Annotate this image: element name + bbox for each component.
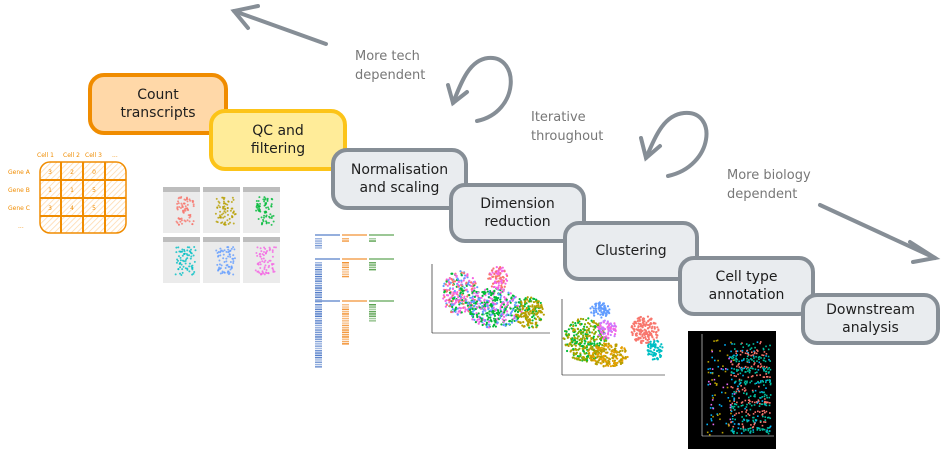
step-label: Normalisation	[350, 162, 449, 178]
norm-gene-list	[369, 258, 394, 271]
matrix-cell: 2	[70, 169, 74, 176]
norm-gene-list	[369, 300, 394, 322]
matrix-cell: 3	[48, 205, 52, 212]
matrix-cell: 4	[70, 205, 74, 212]
tech-label-line: More tech	[355, 49, 420, 64]
matrix-cell: 5	[92, 187, 96, 194]
matrix-col-header: Cell 1	[37, 152, 54, 159]
count-matrix: Cell 1 Cell 2 Cell 3 ... Gene A Gene B G…	[0, 145, 140, 240]
umap-cluster	[630, 315, 660, 345]
umap-cluster	[562, 317, 608, 363]
qc-facet-panel	[203, 237, 240, 283]
step-label: and scaling	[359, 180, 440, 196]
matrix-cell: 5	[92, 205, 96, 212]
spatial-points	[706, 339, 772, 436]
tech-dependent-label: More tech dependent	[355, 47, 425, 85]
norm-gene-list	[342, 234, 367, 242]
matrix-cell: 3	[48, 169, 52, 176]
step-count-transcripts: Count transcripts	[88, 73, 228, 135]
iterative-label: Iterative throughout	[531, 108, 603, 146]
matrix-cell: 1	[70, 187, 74, 194]
normalisation-variable-features-plot	[313, 230, 398, 370]
step-label: QC and	[252, 123, 304, 139]
matrix-row-header: Gene C	[8, 205, 30, 212]
step-clustering: Clustering	[563, 221, 699, 281]
umap-cluster	[596, 319, 618, 340]
iterative-label-line: throughout	[531, 129, 604, 144]
step-label: Dimension	[480, 196, 555, 212]
biology-dependent-label: More biology dependent	[727, 166, 811, 204]
matrix-row-header: ...	[18, 223, 24, 230]
step-label: filtering	[250, 141, 306, 157]
qc-scatter-facets	[155, 185, 285, 295]
biology-arrow	[818, 203, 941, 264]
dimension-reduction-umap	[420, 258, 555, 338]
qc-facet-panel	[243, 187, 280, 233]
iterative-loop-arrow-1	[446, 55, 513, 123]
qc-facet-panel	[203, 187, 240, 233]
umap-cluster	[514, 296, 545, 329]
qc-facet-panel	[163, 237, 200, 283]
iterative-label-line: Iterative	[531, 110, 586, 125]
step-label: Cell type	[715, 269, 778, 285]
spatial-annotation-plot	[688, 331, 776, 449]
step-downstream-analysis: Downstream analysis	[801, 293, 940, 345]
matrix-cell: 1	[48, 187, 52, 194]
step-label: analysis	[842, 320, 899, 336]
umap-cluster	[466, 287, 524, 329]
iterative-loop-arrow-2	[639, 110, 709, 178]
clustering-umap	[550, 295, 670, 383]
umap-cluster	[589, 301, 611, 319]
norm-gene-list	[342, 300, 367, 345]
qc-facet-panel	[243, 237, 280, 283]
matrix-col-header: Cell 3	[85, 152, 102, 159]
qc-facet-panel	[163, 187, 200, 233]
matrix-col-header: Cell 2	[63, 152, 80, 159]
biology-label-line: dependent	[727, 187, 798, 202]
step-label: annotation	[708, 287, 785, 303]
norm-gene-list	[315, 234, 340, 249]
umap-cluster	[646, 339, 664, 361]
step-label: reduction	[484, 214, 551, 230]
step-label: Count	[137, 87, 179, 103]
matrix-row-header: Gene B	[8, 187, 30, 194]
step-label: Clustering	[595, 243, 667, 259]
tech-arrow	[230, 4, 328, 46]
step-label: Downstream	[826, 302, 915, 318]
matrix-cell: 0	[92, 169, 96, 176]
step-cell-type-annotation: Cell type annotation	[678, 256, 815, 316]
norm-gene-list	[315, 300, 340, 368]
umap-cluster	[487, 266, 509, 291]
norm-gene-list	[315, 258, 340, 303]
biology-label-line: More biology	[727, 168, 811, 183]
matrix-row-header: Gene A	[8, 169, 31, 176]
step-qc-filtering: QC and filtering	[209, 109, 347, 171]
umap-cluster	[587, 342, 629, 368]
matrix-col-header: ...	[112, 152, 118, 159]
tech-label-line: dependent	[355, 68, 426, 83]
step-label: transcripts	[120, 105, 196, 121]
step-normalisation-scaling: Normalisation and scaling	[331, 148, 468, 210]
norm-gene-list	[369, 234, 394, 242]
norm-gene-list	[342, 258, 367, 278]
step-dimension-reduction: Dimension reduction	[449, 183, 586, 243]
